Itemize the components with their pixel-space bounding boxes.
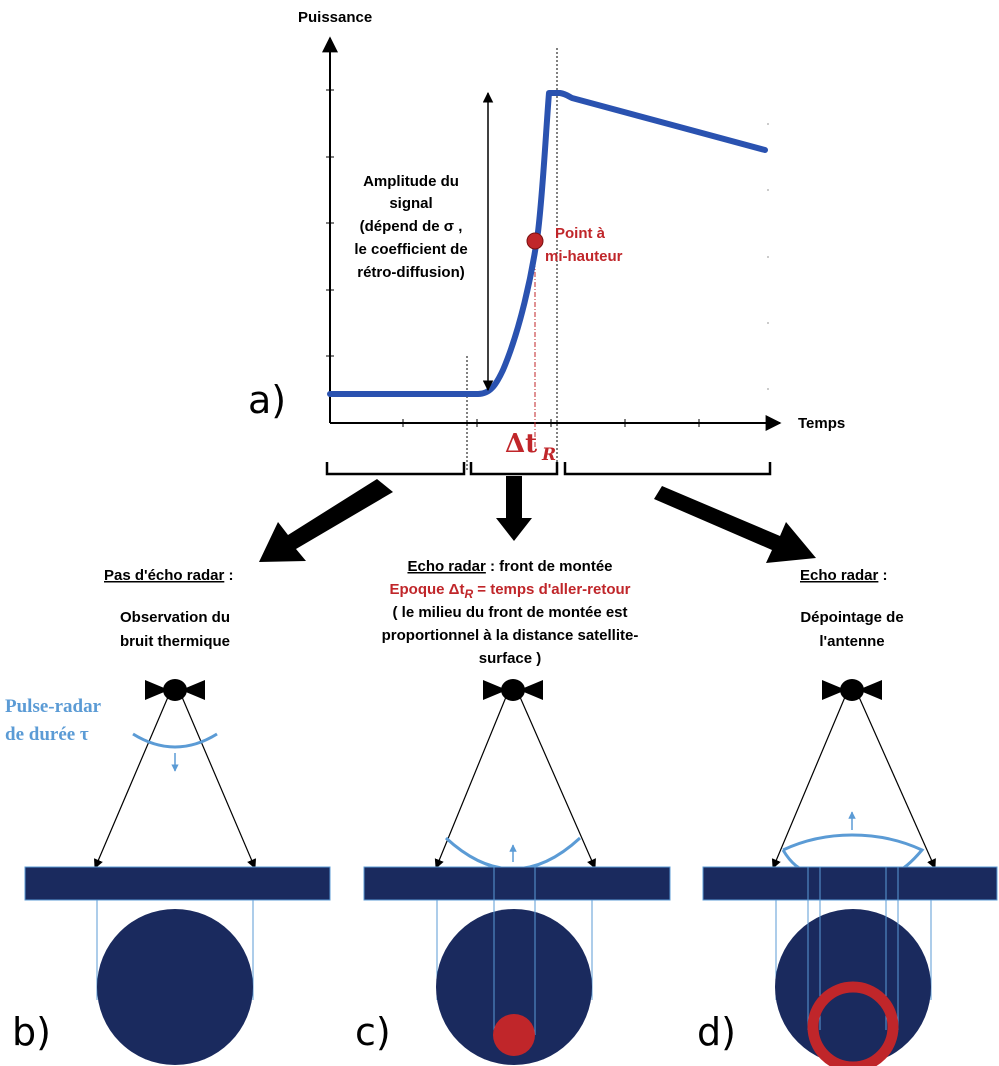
midpoint-annotation: Point à mi-hauteur [545, 225, 623, 265]
illuminated-disk [493, 1014, 535, 1056]
illuminated-ring [807, 981, 899, 1066]
bracket-arrows [259, 476, 816, 563]
amplitude-annotation: Amplitude du signal (dépend de σ , le co… [354, 173, 467, 281]
panel-c-epoch: Epoque ΔtR = temps d'aller-retour [390, 581, 631, 601]
footprint-disk [436, 909, 592, 1065]
waveform-curve [327, 90, 768, 397]
panel-c-line-1: ( le milieu du front de montée est [392, 604, 627, 621]
beam-left [434, 696, 507, 869]
y-axis-label: Puissance [298, 9, 372, 26]
panel-b: Pas d'écho radar : Observation du bruit … [5, 567, 331, 1065]
panel-b-line-1: Observation du [120, 609, 230, 626]
svg-text:mi-hauteur: mi-hauteur [545, 248, 623, 265]
panel-c: Echo radar : front de montée Epoque ΔtR … [355, 558, 671, 1065]
pulse-wavefront [782, 833, 925, 874]
svg-text:rétro-diffusion): rétro-diffusion) [357, 264, 464, 281]
panel-d-title: Echo radar : [800, 567, 888, 584]
footprint-disk [97, 909, 253, 1065]
panel-d-line-2: l'antenne [819, 633, 884, 650]
pulse-label-2: de durée τ [5, 724, 89, 745]
panel-d: Echo radar : Dépointage de l'antenne d) [697, 567, 998, 1066]
panel-c-line-3: surface ) [479, 650, 542, 667]
arrow-to-b [259, 479, 393, 562]
satellite-icon [822, 679, 882, 701]
y-ticks [326, 89, 334, 357]
time-brackets [325, 462, 772, 476]
pulse-wavefront [132, 732, 218, 749]
arrow-to-d [654, 486, 816, 563]
satellite-icon [145, 679, 205, 701]
delta-t-label: Δt R [505, 429, 556, 465]
panel-c-title: Echo radar : front de montée [407, 558, 612, 575]
panel-c-line-2: proportionnel à la distance satellite- [382, 627, 639, 644]
svg-text:(dépend de σ ,: (dépend de σ , [360, 218, 463, 235]
satellite-icon [483, 679, 543, 701]
surface-bar [702, 866, 998, 901]
panel-c-letter: c) [355, 1010, 391, 1054]
x-ticks [402, 419, 700, 427]
beam-right [858, 696, 936, 869]
svg-text:signal: signal [389, 195, 432, 212]
beam-right [181, 696, 257, 869]
beam-left [771, 696, 846, 869]
right-guide-ticks [767, 123, 769, 390]
waveform-chart: Puissance Temps Amplitude du signal (dép… [248, 9, 845, 563]
x-axis-label: Temps [798, 415, 845, 432]
beam-right [519, 696, 596, 869]
svg-text:Δt: Δt [505, 429, 537, 459]
surface-bar [363, 866, 671, 901]
svg-text:Amplitude du: Amplitude du [363, 173, 459, 190]
surface-bar [24, 866, 331, 901]
svg-text:Point à: Point à [555, 225, 606, 242]
panel-b-letter: b) [12, 1010, 51, 1054]
pulse-label-1: Pulse-radar [5, 696, 102, 717]
beam-left [93, 696, 169, 869]
svg-text:R: R [541, 445, 556, 465]
panel-a-letter: a) [248, 378, 286, 422]
panel-b-title: Pas d'écho radar : [104, 567, 233, 584]
midpoint-marker [526, 232, 544, 250]
arrow-to-c [496, 476, 532, 541]
panel-d-letter: d) [697, 1010, 736, 1054]
panel-d-line-1: Dépointage de [800, 609, 903, 626]
svg-text:le coefficient de: le coefficient de [354, 241, 467, 258]
panel-b-line-2: bruit thermique [120, 633, 230, 650]
